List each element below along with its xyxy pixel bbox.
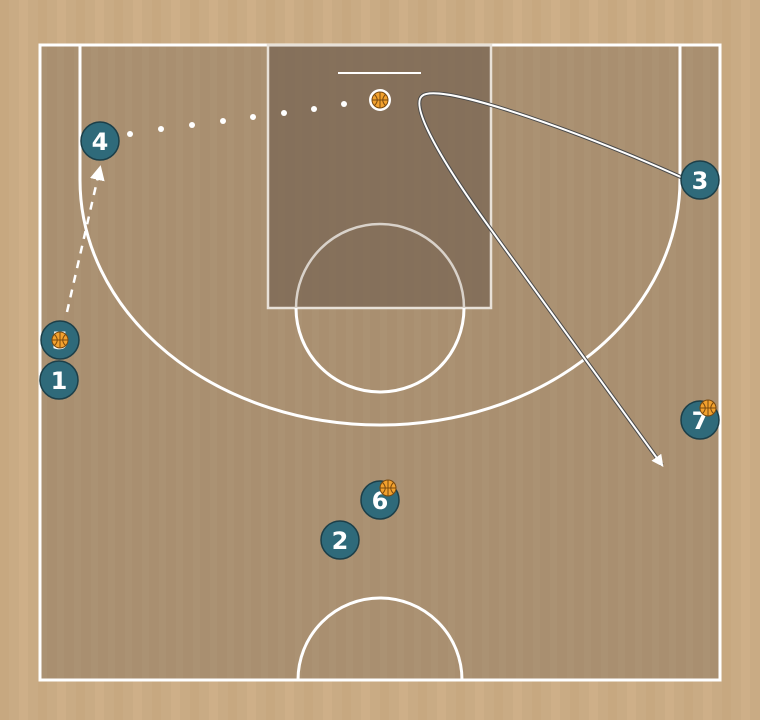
player-marker [680,160,720,200]
player-5[interactable]: 5 [40,320,80,360]
player-7[interactable]: 7 [680,399,720,440]
play-actions [65,91,684,467]
player-number: 2 [332,527,349,555]
player-1[interactable]: 1 [39,360,79,400]
basketball-icon [379,479,397,497]
cut-line-3 [418,92,684,467]
basketball-icon [699,399,717,417]
three-point-line [78,45,682,427]
player-4[interactable]: 4 [80,121,120,161]
free-throw-circle-lower [294,307,466,394]
paint-area [268,45,491,308]
players: 2 3 4 5 6 7 1 [39,121,720,560]
basket-ball-at-rim [369,89,391,111]
dribble-line-5-to-4 [65,165,105,313]
player-6[interactable]: 6 [360,479,400,520]
paint-lines [266,43,493,310]
player-2[interactable]: 2 [320,520,360,560]
player-marker [39,360,79,400]
pass-line-4-to-rim [127,101,347,137]
player-number: 4 [92,128,109,156]
basketball-icon [371,91,389,109]
player-number: 1 [51,367,68,395]
court-lines [38,43,722,682]
player-number: 3 [692,167,709,195]
player-marker [320,520,360,560]
basketball-icon [51,331,69,349]
player-3[interactable]: 3 [680,160,720,200]
free-throw-circle-upper [294,222,466,309]
center-circle [296,596,464,681]
player-marker [80,121,120,161]
